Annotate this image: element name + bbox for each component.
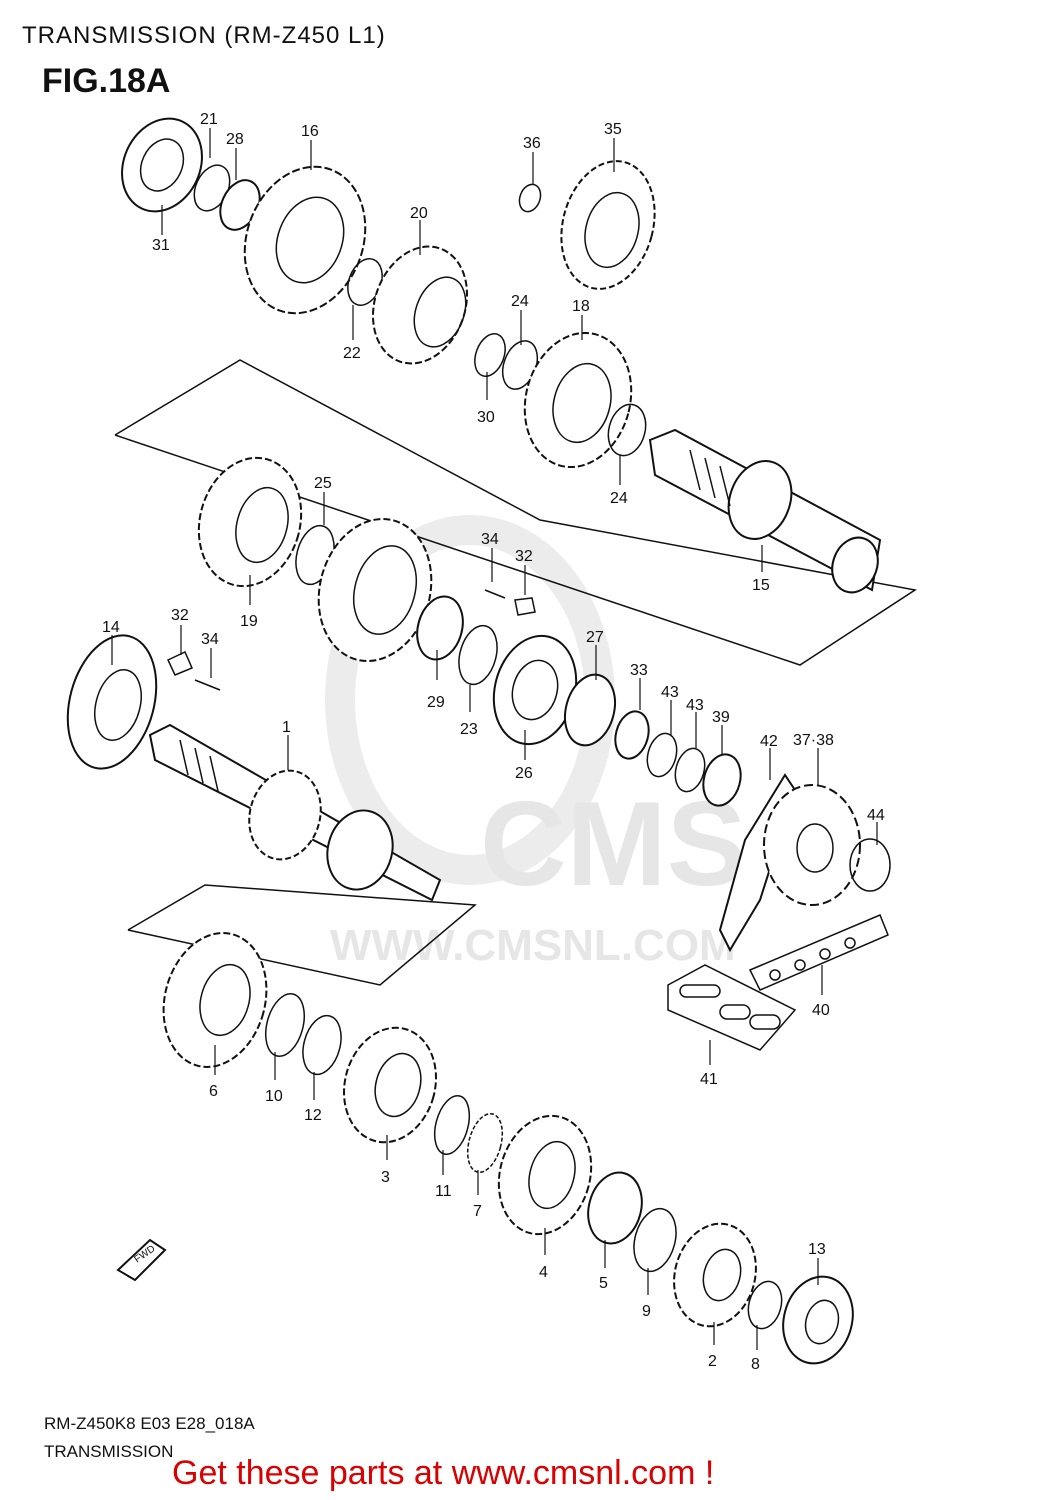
assembly-outlines — [114, 359, 917, 986]
screw-34-right — [484, 589, 506, 599]
gear-35 — [560, 160, 656, 290]
callout-label: 15 — [752, 577, 770, 594]
washer-36 — [518, 183, 542, 213]
circlip-11 — [433, 1094, 471, 1156]
countershaft-15 — [648, 428, 882, 594]
gear-19 — [197, 456, 303, 588]
washer-7 — [466, 1112, 504, 1174]
gear-2 — [673, 1222, 757, 1328]
callout-label: 42 — [760, 733, 778, 750]
callout-label: 14 — [102, 619, 120, 636]
watermark-url: WWW.CMSNL.COM — [330, 921, 736, 970]
callout-label: 24 — [610, 490, 628, 507]
callout-label: 5 — [599, 1275, 608, 1292]
callout-label: 32 — [171, 607, 189, 624]
callout-label: 34 — [201, 631, 219, 648]
washer-10 — [264, 992, 306, 1058]
oil-seal-27 — [564, 673, 616, 747]
o-ring-43b — [674, 747, 706, 793]
callout-label: 3 — [381, 1169, 390, 1186]
chain-joint-41 — [667, 964, 797, 1051]
gear-18 — [523, 331, 633, 469]
callout-label: 24 — [511, 293, 529, 310]
callout-label: 43 — [686, 697, 704, 714]
page-title: TRANSMISSION (RM-Z450 L1) — [22, 22, 386, 49]
gear-3 — [343, 1026, 437, 1144]
washer-23 — [458, 624, 498, 686]
forward-direction-badge: FWD — [116, 1238, 167, 1282]
callout-label: 36 — [523, 135, 541, 152]
gear-16 — [243, 165, 367, 315]
callout-label: 11 — [435, 1183, 452, 1200]
callout-label: 2 — [708, 1353, 717, 1370]
gear-4 — [497, 1114, 593, 1236]
gear-6 — [162, 932, 268, 1068]
callout-label: 37·38 — [793, 732, 834, 749]
callout-label: 41 — [700, 1071, 718, 1088]
callout-label: 32 — [515, 548, 533, 565]
retainer-32-right — [514, 597, 536, 616]
retainer-32-left — [167, 650, 193, 676]
callout-label: 33 — [630, 662, 648, 679]
callout-label: 4 — [539, 1264, 548, 1281]
callout-label: 10 — [265, 1088, 283, 1105]
callout-label: 34 — [481, 531, 499, 548]
figure-title: FIG.18A — [42, 62, 171, 100]
bushing-29 — [416, 595, 464, 661]
o-ring-43a — [646, 732, 678, 778]
callout-label: 30 — [477, 409, 495, 426]
callout-label: 19 — [240, 613, 258, 630]
circlip-30 — [474, 333, 506, 377]
callout-label: 29 — [427, 694, 445, 711]
bearing-31 — [121, 117, 203, 213]
callout-label: 23 — [460, 721, 478, 738]
washer-8 — [747, 1280, 783, 1330]
callout-label: 44 — [867, 807, 885, 824]
watermark-brand: CMS — [480, 777, 747, 911]
bearing-retainer-33 — [614, 710, 650, 760]
chain-40 — [748, 914, 889, 991]
washer-9 — [633, 1207, 677, 1273]
callout-label: 18 — [572, 298, 590, 315]
callout-label: 28 — [226, 131, 244, 148]
sprocket-37-38 — [763, 784, 861, 906]
circlip-44 — [849, 838, 891, 892]
spacer-39 — [702, 753, 742, 807]
screw-34-left — [194, 679, 221, 691]
bearing-14 — [66, 634, 158, 770]
callout-label: 25 — [314, 475, 332, 492]
callout-label: 13 — [808, 1241, 826, 1258]
callout-label: 26 — [515, 765, 533, 782]
callout-label: 9 — [642, 1303, 651, 1320]
callout-label: 22 — [343, 345, 361, 362]
callout-label: 40 — [812, 1002, 830, 1019]
diagram-name: TRANSMISSION — [44, 1442, 174, 1461]
bearing-13 — [782, 1275, 854, 1365]
callout-label: 20 — [410, 205, 428, 222]
callout-label: 43 — [661, 684, 679, 701]
callout-label: 21 — [200, 111, 218, 128]
callout-label: 27 — [586, 629, 604, 646]
callout-label: 8 — [751, 1356, 760, 1373]
bushing-5 — [587, 1171, 643, 1245]
gear-20 — [371, 245, 469, 365]
diagram-code: RM-Z450K8 E03 E28_018A — [44, 1414, 255, 1433]
mainshaft-1 — [148, 723, 442, 902]
callout-group: 21 28 16 36 35 31 20 22 24 18 30 24 25 3… — [102, 111, 885, 1373]
callout-label: 7 — [473, 1203, 482, 1220]
callout-label: 12 — [304, 1107, 322, 1124]
callout-label: 31 — [152, 237, 170, 254]
callout-label: 6 — [209, 1083, 218, 1100]
callout-label: 39 — [712, 709, 730, 726]
promo-link[interactable]: Get these parts at www.cmsnl.com ! — [172, 1454, 715, 1492]
callout-label: 16 — [301, 123, 319, 140]
callout-label: 1 — [282, 719, 291, 736]
callout-label: 35 — [604, 121, 622, 138]
